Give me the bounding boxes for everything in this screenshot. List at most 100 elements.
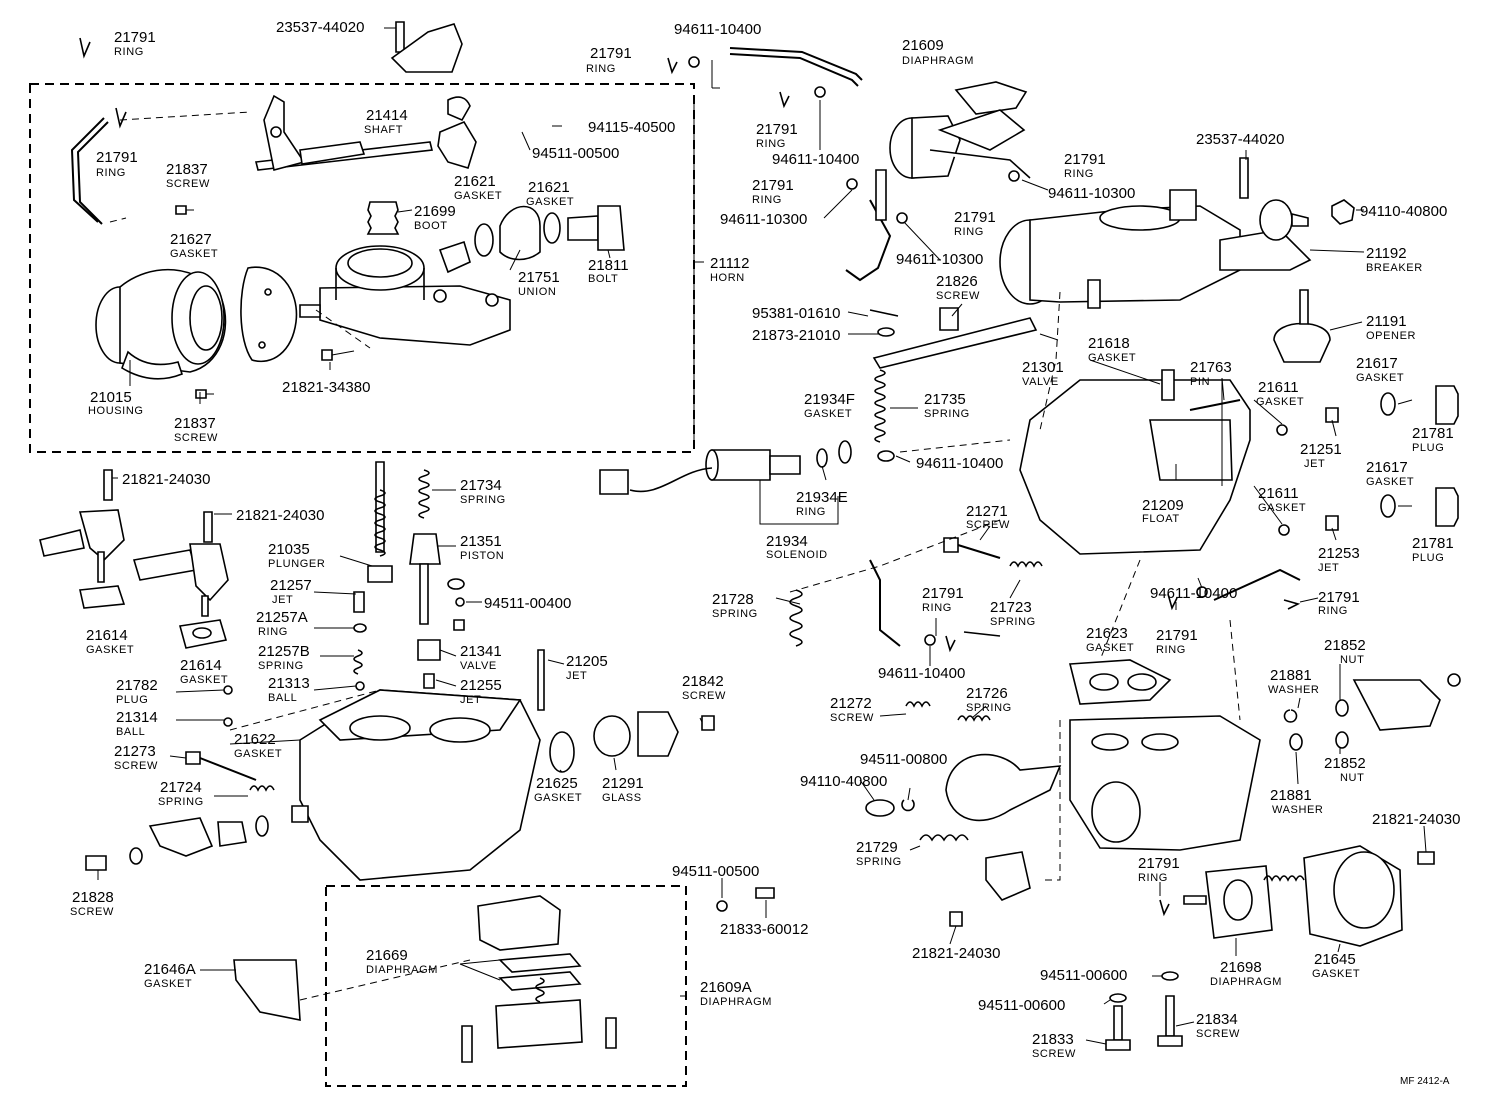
callout-94511-00500: 94511-00500 xyxy=(672,863,759,880)
svg-text:94611-10400: 94611-10400 xyxy=(674,21,761,38)
svg-text:21611: 21611 xyxy=(1258,379,1299,396)
svg-text:DIAPHRAGM: DIAPHRAGM xyxy=(700,996,772,1008)
svg-text:SCREW: SCREW xyxy=(174,432,218,444)
svg-text:21852: 21852 xyxy=(1324,755,1366,772)
svg-text:BOOT: BOOT xyxy=(414,220,448,232)
svg-text:94511-00600: 94511-00600 xyxy=(1040,967,1127,984)
callout-94511-00600: 94511-00600 xyxy=(978,997,1065,1014)
svg-text:94110-40800: 94110-40800 xyxy=(1360,203,1447,220)
svg-text:21414: 21414 xyxy=(366,107,408,124)
svg-text:BALL: BALL xyxy=(268,692,297,704)
svg-text:GASKET: GASKET xyxy=(1366,476,1414,488)
svg-text:GASKET: GASKET xyxy=(526,196,574,208)
svg-text:GASKET: GASKET xyxy=(1312,968,1360,980)
svg-text:21645: 21645 xyxy=(1314,951,1356,968)
svg-text:94611-10300: 94611-10300 xyxy=(720,211,807,228)
svg-text:21623: 21623 xyxy=(1086,625,1128,642)
callout-94511-00500: 94511-00500 xyxy=(532,145,619,162)
svg-text:21646A: 21646A xyxy=(144,961,196,978)
svg-text:SCREW: SCREW xyxy=(1196,1028,1240,1040)
svg-text:PIN: PIN xyxy=(1190,376,1210,388)
svg-text:GASKET: GASKET xyxy=(1088,352,1136,364)
svg-text:DIAPHRAGM: DIAPHRAGM xyxy=(366,964,438,976)
callout-21873-21010: 21873-21010 xyxy=(752,327,840,344)
svg-text:RING: RING xyxy=(756,138,786,150)
svg-text:21881: 21881 xyxy=(1270,667,1312,684)
assembly-lines xyxy=(109,111,1241,1001)
svg-text:SPRING: SPRING xyxy=(990,616,1036,628)
solenoid-21934-drawing xyxy=(599,440,895,495)
svg-text:SCREW: SCREW xyxy=(936,290,980,302)
svg-text:JET: JET xyxy=(1304,458,1325,470)
svg-text:21205: 21205 xyxy=(566,653,608,670)
svg-text:21622: 21622 xyxy=(234,731,276,748)
svg-text:21852: 21852 xyxy=(1324,637,1366,654)
throttle-body-drawing xyxy=(789,537,1461,927)
callout-21821-24030: 21821-24030 xyxy=(1372,811,1460,828)
svg-text:94611-10300: 94611-10300 xyxy=(896,251,983,268)
svg-text:RING: RING xyxy=(1156,644,1186,656)
svg-text:WASHER: WASHER xyxy=(1268,684,1319,696)
diaphragm-21609-drawing xyxy=(845,81,1031,282)
svg-text:21614: 21614 xyxy=(180,657,222,674)
svg-text:21313: 21313 xyxy=(268,675,310,692)
top-rod xyxy=(667,47,863,109)
svg-text:DIAPHRAGM: DIAPHRAGM xyxy=(902,55,974,67)
svg-text:94115-40500: 94115-40500 xyxy=(588,119,675,136)
svg-text:VALVE: VALVE xyxy=(460,660,497,672)
svg-text:21833: 21833 xyxy=(1032,1031,1074,1048)
svg-text:21791: 21791 xyxy=(1138,855,1180,872)
svg-text:SPRING: SPRING xyxy=(258,660,304,672)
svg-text:GASKET: GASKET xyxy=(86,644,134,656)
callout-94110-40800: 94110-40800 xyxy=(1360,203,1447,220)
svg-text:SPRING: SPRING xyxy=(856,856,902,868)
svg-text:SPRING: SPRING xyxy=(966,702,1012,714)
svg-text:23537-44020: 23537-44020 xyxy=(276,19,364,36)
svg-text:94511-00600: 94511-00600 xyxy=(978,997,1065,1014)
svg-text:21837: 21837 xyxy=(174,415,216,432)
svg-text:SCREW: SCREW xyxy=(1032,1048,1076,1060)
callout-23537-44020: 23537-44020 xyxy=(1196,131,1284,148)
svg-text:SCREW: SCREW xyxy=(166,178,210,190)
svg-text:GASKET: GASKET xyxy=(1256,396,1304,408)
svg-text:21734: 21734 xyxy=(460,477,502,494)
svg-text:BOLT: BOLT xyxy=(588,273,618,285)
callout-94511-00400: 94511-00400 xyxy=(484,595,571,612)
svg-text:21341: 21341 xyxy=(460,643,502,660)
svg-text:21763: 21763 xyxy=(1190,359,1232,376)
svg-text:21723: 21723 xyxy=(990,599,1032,616)
callout-94110-40800: 94110-40800 xyxy=(800,773,887,790)
svg-text:SCREW: SCREW xyxy=(114,760,158,772)
svg-text:94611-10300: 94611-10300 xyxy=(1048,185,1135,202)
svg-text:95381-01610: 95381-01610 xyxy=(752,305,840,322)
svg-text:21699: 21699 xyxy=(414,203,456,220)
svg-text:RING: RING xyxy=(922,602,952,614)
left-levers-drawing xyxy=(39,469,229,649)
svg-text:SCREW: SCREW xyxy=(70,906,114,918)
